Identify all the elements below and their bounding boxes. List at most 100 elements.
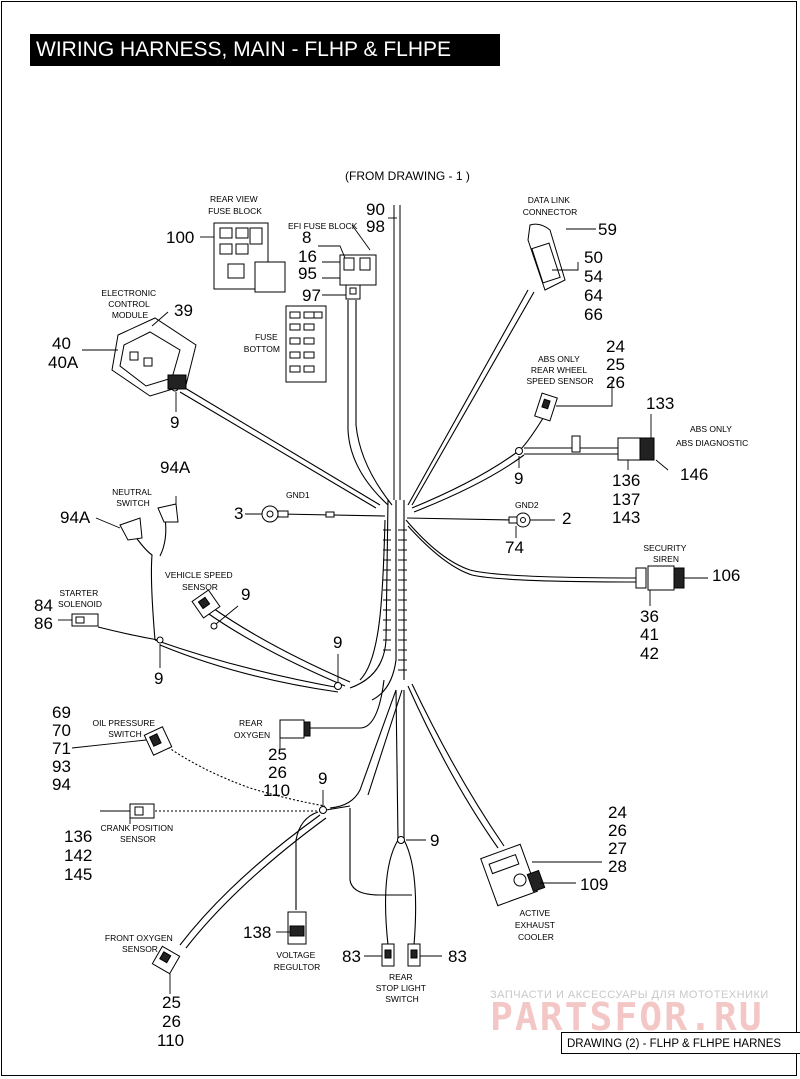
gnd1-terminal	[261, 505, 335, 523]
watermark-logo: PARTSFOR.RU	[490, 995, 764, 1039]
neutral-switch-label: NEUTRAL SWITCH	[112, 487, 154, 508]
callout-9-low: 9	[318, 769, 327, 788]
callout-50: 50	[584, 248, 603, 267]
callout-90: 90	[366, 200, 385, 219]
callout-69: 69	[52, 703, 71, 722]
wire-bundle	[97, 205, 641, 949]
rear-view-fuse-block	[213, 222, 286, 293]
callout-97: 97	[302, 286, 321, 305]
callout-93: 93	[52, 757, 71, 776]
callout-98: 98	[366, 217, 385, 236]
fuse-bottom	[285, 305, 327, 383]
callout-146: 146	[680, 465, 708, 484]
callout-138: 138	[243, 923, 271, 942]
callout-26-abs: 26	[606, 373, 625, 392]
callout-42: 42	[640, 644, 659, 663]
electronic-control-module	[111, 317, 197, 397]
oil-pressure-label: OIL PRESSURE SWITCH	[93, 718, 158, 739]
data-link-connector	[527, 223, 566, 291]
abs-rear-sensor-label: ABS ONLY REAR WHEEL SPEED SENSOR	[526, 354, 593, 386]
active-exhaust-cooler	[480, 843, 546, 907]
callout-9-ecm: 9	[170, 413, 179, 432]
callout-2: 2	[562, 509, 571, 528]
callout-25-abs: 25	[606, 355, 625, 374]
callout-59: 59	[598, 220, 617, 239]
active-exhaust-label: ACTIVE EXHAUST COOLER	[515, 908, 557, 942]
callout-143: 143	[612, 508, 640, 527]
callout-133: 133	[646, 394, 674, 413]
crank-position-sensor	[129, 803, 155, 819]
cable-clips	[156, 384, 523, 844]
rear-oxygen-label: REAR OXYGEN	[234, 718, 270, 740]
callout-145: 145	[64, 865, 92, 884]
callout-71: 71	[52, 739, 71, 758]
callout-25-rear-oxygen: 25	[268, 745, 287, 764]
oil-pressure-switch	[143, 726, 173, 756]
callout-54: 54	[584, 267, 603, 286]
fuse-bottom-label: FUSE BOTTOM	[244, 332, 280, 354]
callout-9-stop: 9	[430, 831, 439, 850]
callout-26-rear-oxygen: 26	[268, 763, 287, 782]
callout-83-right: 83	[448, 947, 467, 966]
vehicle-speed-label: VEHICLE SPEED SENSOR	[165, 570, 235, 592]
abs-diagnostic-connector	[571, 435, 655, 461]
page-title: WIRING HARNESS, MAIN - FLHP & FLHPE	[30, 34, 500, 66]
starter-solenoid	[71, 613, 99, 627]
callout-27: 27	[608, 839, 627, 858]
front-oxygen-sensor	[151, 945, 181, 975]
callout-94a-top: 94A	[160, 458, 191, 477]
callout-26-exhaust: 26	[608, 821, 627, 840]
callout-24-abs: 24	[606, 337, 625, 356]
voltage-regulator-connector	[287, 911, 307, 945]
callout-84: 84	[34, 596, 53, 615]
callout-41: 41	[640, 625, 659, 644]
front-oxygen-label: FRONT OXYGEN SENSOR	[105, 933, 175, 954]
drawing-footer-label: DRAWING (2) - FLHP & FLHPE HARNES	[561, 1032, 800, 1054]
callout-9-vss: 9	[241, 585, 250, 604]
callout-26-front-oxygen: 26	[162, 1012, 181, 1031]
rear-oxygen-connector	[279, 719, 311, 739]
leader-lines	[58, 217, 708, 994]
callout-110-rear-oxygen: 110	[263, 781, 290, 800]
callout-100: 100	[166, 228, 194, 247]
rear-stop-light-label: REAR STOP LIGHT SWITCH	[376, 972, 428, 1004]
rear-view-fuse-block-label: REAR VIEW FUSE BLOCK	[208, 194, 262, 216]
starter-solenoid-label: STARTER SOLENOID	[58, 588, 102, 609]
callout-numbers: 90 98 59 100 8 16 95 97 39 40 40A 50 54 …	[34, 200, 740, 1050]
data-link-label: DATA LINK CONNECTOR	[523, 195, 578, 217]
callout-3: 3	[234, 504, 243, 523]
callout-9-sol: 9	[154, 669, 163, 688]
callout-110-front-oxygen: 110	[157, 1031, 184, 1050]
security-siren-label: SECURITY SIREN	[643, 543, 688, 564]
callout-70: 70	[52, 721, 71, 740]
callout-109: 109	[580, 875, 608, 894]
gnd2-terminal	[508, 512, 531, 528]
callout-86: 86	[34, 614, 53, 633]
callout-39: 39	[174, 301, 193, 320]
callout-9-abs: 9	[514, 469, 523, 488]
abs-diagnostic-label: ABS ONLY ABS DIAGNOSTIC	[676, 424, 748, 448]
rear-stop-light-switch	[381, 943, 421, 967]
callout-106: 106	[712, 566, 740, 585]
callout-8: 8	[302, 228, 311, 247]
callout-137: 137	[612, 490, 640, 509]
gnd1-label: GND1	[286, 490, 310, 500]
callout-9-mid: 9	[333, 633, 342, 652]
callout-94a-left: 94A	[60, 508, 91, 527]
callout-24-exhaust: 24	[608, 803, 627, 822]
vehicle-speed-sensor	[191, 589, 221, 619]
efi-fuse-block	[339, 254, 377, 300]
callout-66: 66	[584, 305, 603, 324]
from-drawing-label: (FROM DRAWING - 1 )	[345, 169, 470, 183]
callout-94: 94	[52, 775, 71, 794]
callout-83-left: 83	[342, 947, 361, 966]
callout-74: 74	[505, 538, 524, 557]
trunk-corrugation	[383, 529, 407, 671]
callout-28: 28	[608, 857, 627, 876]
callout-142: 142	[64, 846, 92, 865]
callout-64: 64	[584, 286, 603, 305]
callout-40a: 40A	[48, 353, 79, 372]
callout-25-front-oxygen: 25	[162, 993, 181, 1012]
crank-position-label: CRANK POSITION SENSOR	[100, 823, 175, 844]
